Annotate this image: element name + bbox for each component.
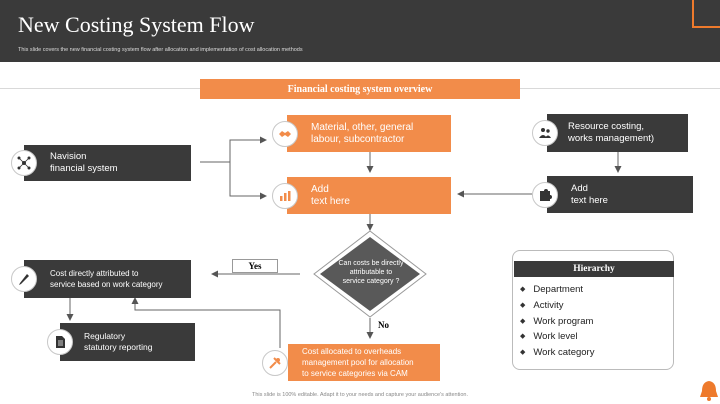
- section-banner: Financial costing system overview: [200, 79, 520, 99]
- regulatory-label: Regulatory statutory reporting: [84, 331, 153, 352]
- hierarchy-item: ◆Work level: [520, 329, 594, 345]
- bullet-icon: ◆: [520, 333, 526, 341]
- decision-label: Can costs be directly attributable to se…: [338, 260, 404, 285]
- hierarchy-list: ◆Department ◆Activity ◆Work program ◆Wor…: [520, 282, 594, 361]
- hierarchy-item: ◆Work category: [520, 345, 594, 361]
- add-text-right-box: Add text here: [547, 176, 693, 213]
- pen-icon: [11, 266, 37, 292]
- cost-allocated-label: Cost allocated to overheads management p…: [302, 347, 414, 378]
- regulatory-box: Regulatory statutory reporting: [60, 323, 195, 361]
- add-text-right-label: Add text here: [571, 182, 608, 206]
- yes-label: Yes: [232, 259, 278, 273]
- handshake-icon: [272, 121, 298, 147]
- hierarchy-item: ◆Work program: [520, 314, 594, 330]
- footer-note: This slide is 100% editable. Adapt it to…: [252, 392, 468, 398]
- add-text-center-box: Add text here: [287, 177, 451, 214]
- material-label: Material, other, general labour, subcont…: [311, 121, 414, 145]
- tools-icon: [262, 350, 288, 376]
- chart-icon: [272, 183, 298, 209]
- resource-box: Resource costing, works management): [547, 114, 688, 152]
- material-box: Material, other, general labour, subcont…: [287, 115, 451, 152]
- document-icon: [47, 329, 73, 355]
- hierarchy-title: Hierarchy: [514, 261, 674, 277]
- bullet-icon: ◆: [520, 301, 526, 309]
- puzzle-icon: [532, 182, 558, 208]
- hierarchy-item: ◆Department: [520, 282, 594, 298]
- bell-icon: [700, 381, 718, 401]
- page-title: New Costing System Flow: [18, 12, 255, 37]
- hierarchy-item: ◆Activity: [520, 298, 594, 314]
- page-subtitle: This slide covers the new financial cost…: [18, 47, 303, 53]
- navision-label: Navision financial system: [50, 151, 118, 174]
- resource-label: Resource costing, works management): [568, 121, 655, 144]
- no-label: No: [378, 320, 389, 330]
- bullet-icon: ◆: [520, 286, 526, 293]
- add-text-center-label: Add text here: [311, 183, 350, 207]
- cost-direct-label: Cost directly attributed to service base…: [50, 269, 163, 289]
- corner-decoration: [692, 0, 720, 28]
- people-icon: [532, 120, 558, 146]
- header-bar: New Costing System Flow This slide cover…: [0, 0, 720, 62]
- bullet-icon: ◆: [520, 349, 526, 357]
- cost-allocated-box: Cost allocated to overheads management p…: [288, 344, 440, 381]
- navision-box: Navision financial system: [24, 145, 191, 181]
- cost-direct-box: Cost directly attributed to service base…: [24, 260, 191, 298]
- bullet-icon: ◆: [520, 317, 526, 325]
- network-icon: [11, 150, 37, 176]
